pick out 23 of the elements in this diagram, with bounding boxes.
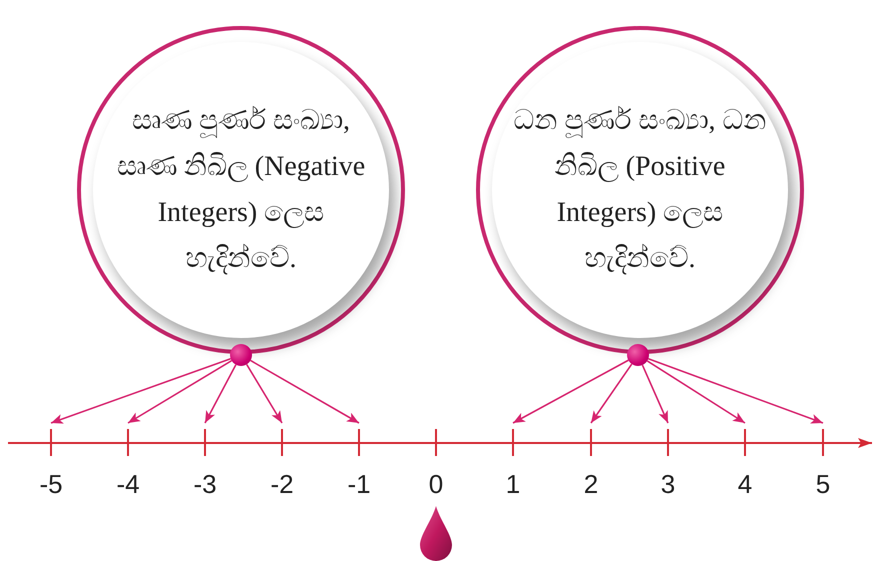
arrow <box>50 358 231 424</box>
arrow <box>512 360 629 424</box>
callout-text: ධන පූර්ණ සංඛ්‍යා, ධන නිඛිල (Positive Integers) ලෙස හැදින්වේ. <box>512 104 768 276</box>
arrow <box>128 360 232 424</box>
arrow <box>646 360 746 424</box>
arrow <box>648 358 824 424</box>
tick-label: 4 <box>736 471 754 497</box>
tick-label: -4 <box>115 471 141 497</box>
arrow <box>246 364 283 424</box>
callout-text: සෘණ පූර්ණ සංඛ්‍යා, සෘණ නිඛිල (Negative Integers) ලෙස හැදින්වේ. <box>116 104 366 276</box>
tick-label: -2 <box>269 471 295 497</box>
tick-label: 0 <box>428 471 444 497</box>
tick-label: -3 <box>192 471 218 497</box>
tick-label: 2 <box>582 471 600 497</box>
arrow <box>590 364 632 424</box>
tick-label: -5 <box>38 471 64 497</box>
tick-label: 1 <box>504 471 522 497</box>
arrow <box>204 364 237 424</box>
arrow <box>642 364 669 424</box>
tick-label: -1 <box>346 471 372 497</box>
arrow <box>250 360 360 424</box>
tick-label: 3 <box>660 471 676 497</box>
tick-label: 5 <box>814 471 832 497</box>
